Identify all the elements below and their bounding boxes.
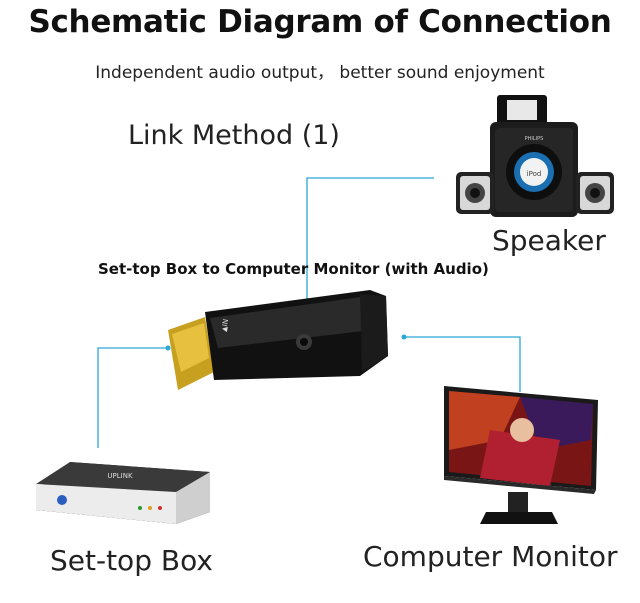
connection-caption: Set-top Box to Computer Monitor (with Au… <box>98 260 489 278</box>
line-adapter-to-monitor <box>404 336 521 392</box>
settop-box-label: Set-top Box <box>50 544 213 577</box>
svg-text:▲IN: ▲IN <box>220 318 230 332</box>
link-method-label: Link Method (1) <box>128 120 340 151</box>
settop-brand: UPLINK <box>107 472 133 480</box>
line-adapter-to-settop <box>97 347 168 448</box>
monitor-icon <box>444 386 598 524</box>
settop-box-icon: UPLINK <box>36 462 210 524</box>
connector-lines <box>97 177 521 448</box>
speaker-label: Speaker <box>492 224 606 257</box>
monitor-label: Computer Monitor <box>363 540 618 573</box>
hdmi-vga-adapter-icon: ▲IN <box>168 290 388 390</box>
diagram-subtitle: Independent audio output， better sound e… <box>95 63 545 83</box>
speaker-brand: PHILIPS <box>525 136 544 142</box>
svg-text:iPod: iPod <box>527 170 542 178</box>
diagram-title: Schematic Diagram of Connection <box>28 4 612 40</box>
line-adapter-to-speaker <box>306 177 434 312</box>
speaker-icon: iPod PHILIPS <box>456 95 614 217</box>
